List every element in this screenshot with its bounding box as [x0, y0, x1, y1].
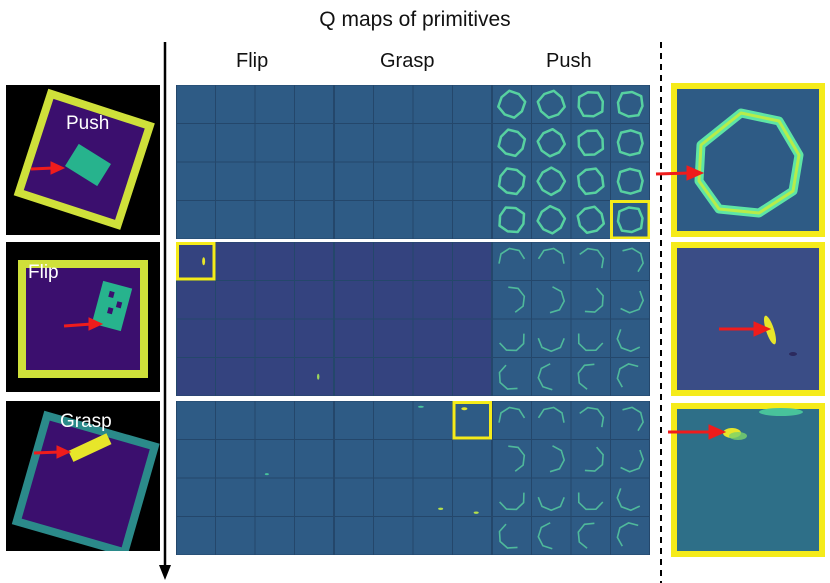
observation-label: Flip — [28, 262, 59, 283]
observation-grasp: Grasp — [6, 401, 160, 551]
column-header-push: Push — [546, 50, 592, 72]
observation-push: Push — [6, 85, 160, 235]
qmap-row-flip — [176, 242, 650, 396]
figure-title: Q maps of primitives — [319, 8, 511, 31]
column-header-flip: Flip — [236, 50, 269, 72]
qmap-row-grasp — [176, 401, 650, 555]
zoom-push — [671, 83, 825, 237]
zoom-grasp — [671, 403, 825, 557]
qmap-row-push — [176, 85, 650, 239]
observation-flip: Flip — [6, 242, 160, 392]
observation-label: Grasp — [60, 411, 112, 432]
zoom-flip — [671, 242, 825, 396]
observation-label: Push — [66, 113, 110, 134]
column-header-grasp: Grasp — [380, 50, 435, 72]
